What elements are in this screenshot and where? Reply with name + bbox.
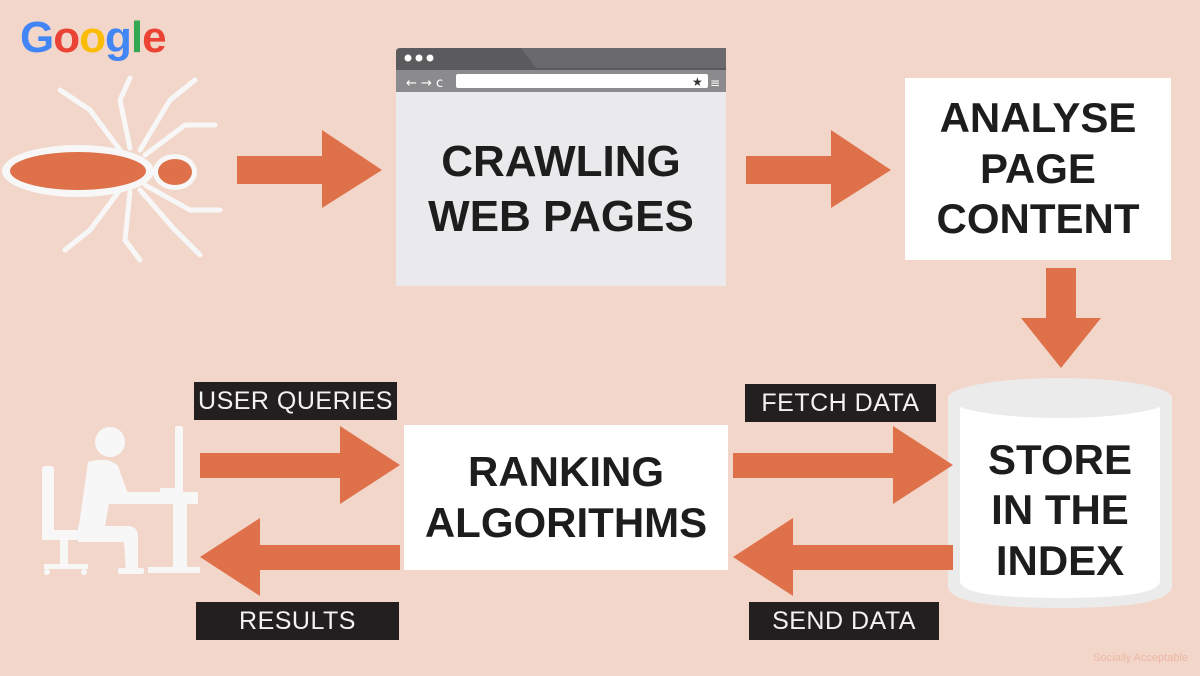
crawl-node: CRAWLING WEB PAGES [396,92,726,286]
arrow-user-to-rank [200,426,400,504]
fetch-data-label: FETCH DATA [745,384,936,422]
arrow-rank-to-store [733,426,953,504]
analyse-line: ANALYSE [939,94,1137,142]
svg-text:← → c: ← → c [406,76,443,91]
arrow-spider-to-crawl [237,130,382,208]
spider-icon [2,75,223,263]
browser-window-icon: ← → c ★ ≡ [396,48,726,92]
svg-text:★: ★ [692,75,703,89]
arrow-rank-to-user [200,518,400,596]
results-label: RESULTS [196,602,399,640]
arrow-analyse-to-store [1021,268,1101,368]
analyse-line: CONTENT [936,195,1140,243]
credit-text: Socially Acceptable [1093,652,1188,664]
logo-letter: l [130,13,143,62]
logo-letter: e [142,13,167,62]
logo-letter: o [53,13,80,62]
user-queries-label: USER QUERIES [194,382,397,420]
store-line: IN THE [991,486,1129,534]
crawl-line: CRAWLING [441,137,681,186]
analyse-node: ANALYSE PAGE CONTENT [905,78,1171,260]
ranking-node: RANKING ALGORITHMS [404,425,728,570]
logo-letter: g [105,13,132,62]
analyse-line: PAGE [980,144,1096,192]
crawl-line: WEB PAGES [428,192,694,241]
ranking-line: RANKING [468,448,664,496]
google-logo: Google [20,13,167,62]
arrow-crawl-to-analyse [746,130,891,208]
ranking-line: ALGORITHMS [424,498,708,546]
store-line: STORE [988,435,1132,483]
store-line: INDEX [995,536,1125,584]
arrow-store-to-rank [733,518,953,596]
send-data-label: SEND DATA [749,602,939,640]
user-at-computer-icon [42,426,200,575]
database-cylinder-icon [948,378,1172,608]
svg-text:≡: ≡ [710,76,720,90]
logo-letter: o [79,13,106,62]
store-node: STORE IN THE INDEX [960,428,1160,593]
logo-letter: G [20,13,54,62]
